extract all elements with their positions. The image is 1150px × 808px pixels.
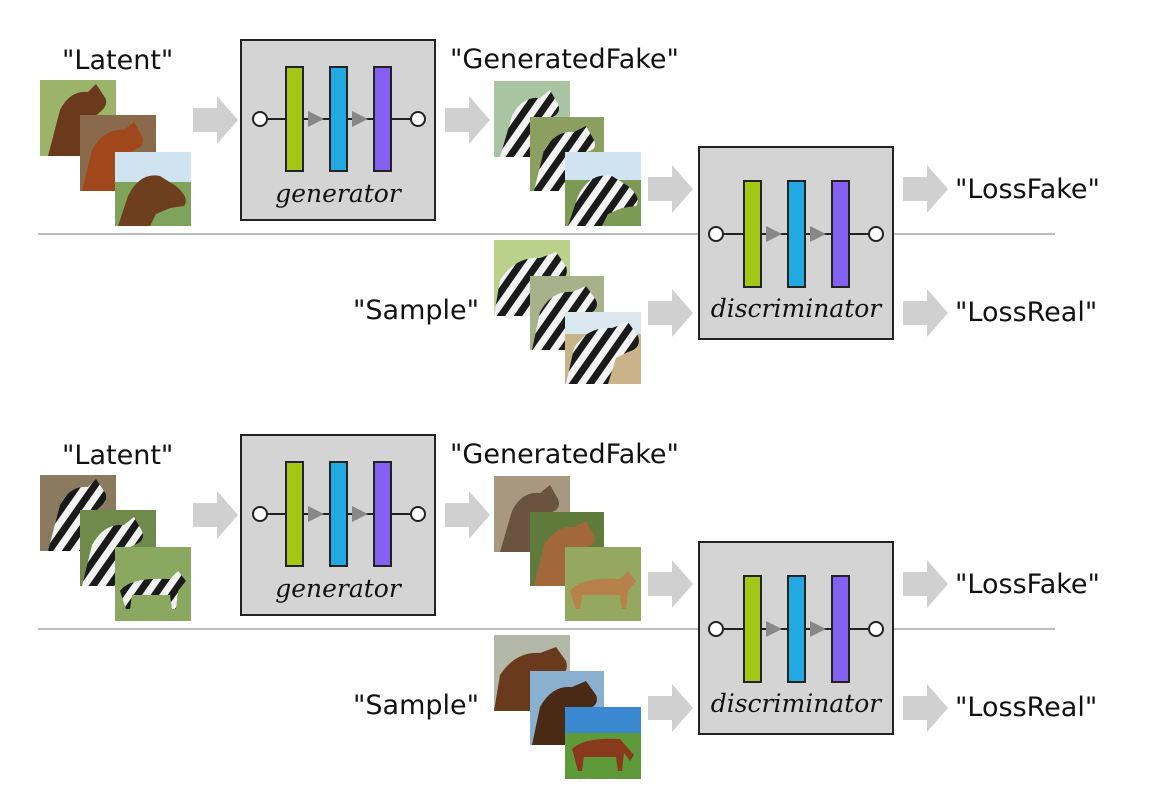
arrow-to-lossfake — [903, 560, 948, 608]
sample-image-stack — [494, 635, 641, 779]
discriminator-label: discriminator — [710, 689, 882, 718]
arrow-to-lossreal — [903, 684, 948, 732]
discriminator-label: discriminator — [710, 294, 882, 323]
discriminator-flow-arrow-1 — [766, 621, 782, 637]
generator-flow-arrow-1 — [308, 111, 324, 127]
generated-image-stack — [494, 81, 641, 226]
discriminator-output-node — [868, 226, 884, 242]
arrow-generator-to-generated — [445, 96, 490, 144]
latent-image-stack — [40, 80, 191, 226]
arrow-generator-to-generated — [445, 491, 490, 539]
discriminator-input-node — [708, 226, 724, 242]
generator-box — [240, 434, 436, 616]
generator-input-node — [252, 111, 268, 127]
panel-horse-to-zebra: "Latent" "GeneratedFake" "Sample" "LossF… — [0, 0, 1150, 400]
arrow-sample-to-discriminator — [648, 289, 693, 337]
generator-layer-1 — [285, 66, 304, 172]
discriminator-box — [698, 146, 894, 340]
sample-label: "Sample" — [353, 295, 480, 326]
discriminator-input-node — [708, 621, 724, 637]
loss-fake-label: "LossFake" — [955, 569, 1100, 600]
discriminator-layer-2 — [787, 575, 806, 683]
generator-flow-arrow-1 — [308, 506, 324, 522]
diagram-graphics — [38, 39, 1055, 384]
arrow-generated-to-discriminator — [648, 165, 693, 213]
generator-output-node — [410, 111, 426, 127]
generated-fake-label: "GeneratedFake" — [450, 44, 679, 75]
loss-fake-label: "LossFake" — [955, 174, 1100, 205]
sample-image-stack — [494, 240, 641, 384]
discriminator-output-node — [868, 621, 884, 637]
arrow-to-lossreal — [903, 289, 948, 337]
discriminator-layer-1 — [743, 180, 762, 288]
panel-zebra-to-horse: "Latent" "GeneratedFake" "Sample" "LossF… — [0, 395, 1150, 795]
sample-image-3 — [565, 312, 641, 384]
generator-label: generator — [275, 574, 401, 603]
loss-real-label: "LossReal" — [955, 692, 1098, 723]
sample-label: "Sample" — [353, 690, 480, 721]
generator-flow-arrow-2 — [352, 111, 368, 127]
sample-image-3 — [565, 707, 641, 779]
generator-layer-1 — [285, 461, 304, 567]
arrow-latent-to-generator — [193, 491, 238, 539]
generator-layer-3 — [373, 66, 392, 172]
discriminator-layer-3 — [831, 180, 850, 288]
generator-label: generator — [275, 179, 401, 208]
generated-image-3 — [565, 152, 641, 226]
discriminator-layer-2 — [787, 180, 806, 288]
latent-label: "Latent" — [62, 45, 174, 76]
generator-box — [240, 39, 436, 221]
generator-layer-3 — [373, 461, 392, 567]
discriminator-flow-arrow-2 — [810, 621, 826, 637]
generated-image-3 — [565, 547, 641, 621]
loss-real-label: "LossReal" — [955, 297, 1098, 328]
latent-image-3 — [115, 547, 191, 621]
discriminator-layer-1 — [743, 575, 762, 683]
discriminator-flow-arrow-2 — [810, 226, 826, 242]
arrow-generated-to-discriminator — [648, 560, 693, 608]
latent-image-3 — [115, 152, 191, 226]
latent-image-stack — [40, 475, 191, 621]
generated-fake-label: "GeneratedFake" — [450, 439, 679, 470]
generator-layer-2 — [329, 66, 348, 172]
generator-output-node — [410, 506, 426, 522]
arrow-to-lossfake — [903, 165, 948, 213]
generated-image-stack — [494, 476, 641, 621]
latent-label: "Latent" — [62, 440, 174, 471]
diagram-graphics — [38, 434, 1055, 779]
generator-flow-arrow-2 — [352, 506, 368, 522]
generator-input-node — [252, 506, 268, 522]
generator-layer-2 — [329, 461, 348, 567]
arrow-latent-to-generator — [193, 96, 238, 144]
arrow-sample-to-discriminator — [648, 684, 693, 732]
discriminator-layer-3 — [831, 575, 850, 683]
discriminator-flow-arrow-1 — [766, 226, 782, 242]
discriminator-box — [698, 541, 894, 735]
